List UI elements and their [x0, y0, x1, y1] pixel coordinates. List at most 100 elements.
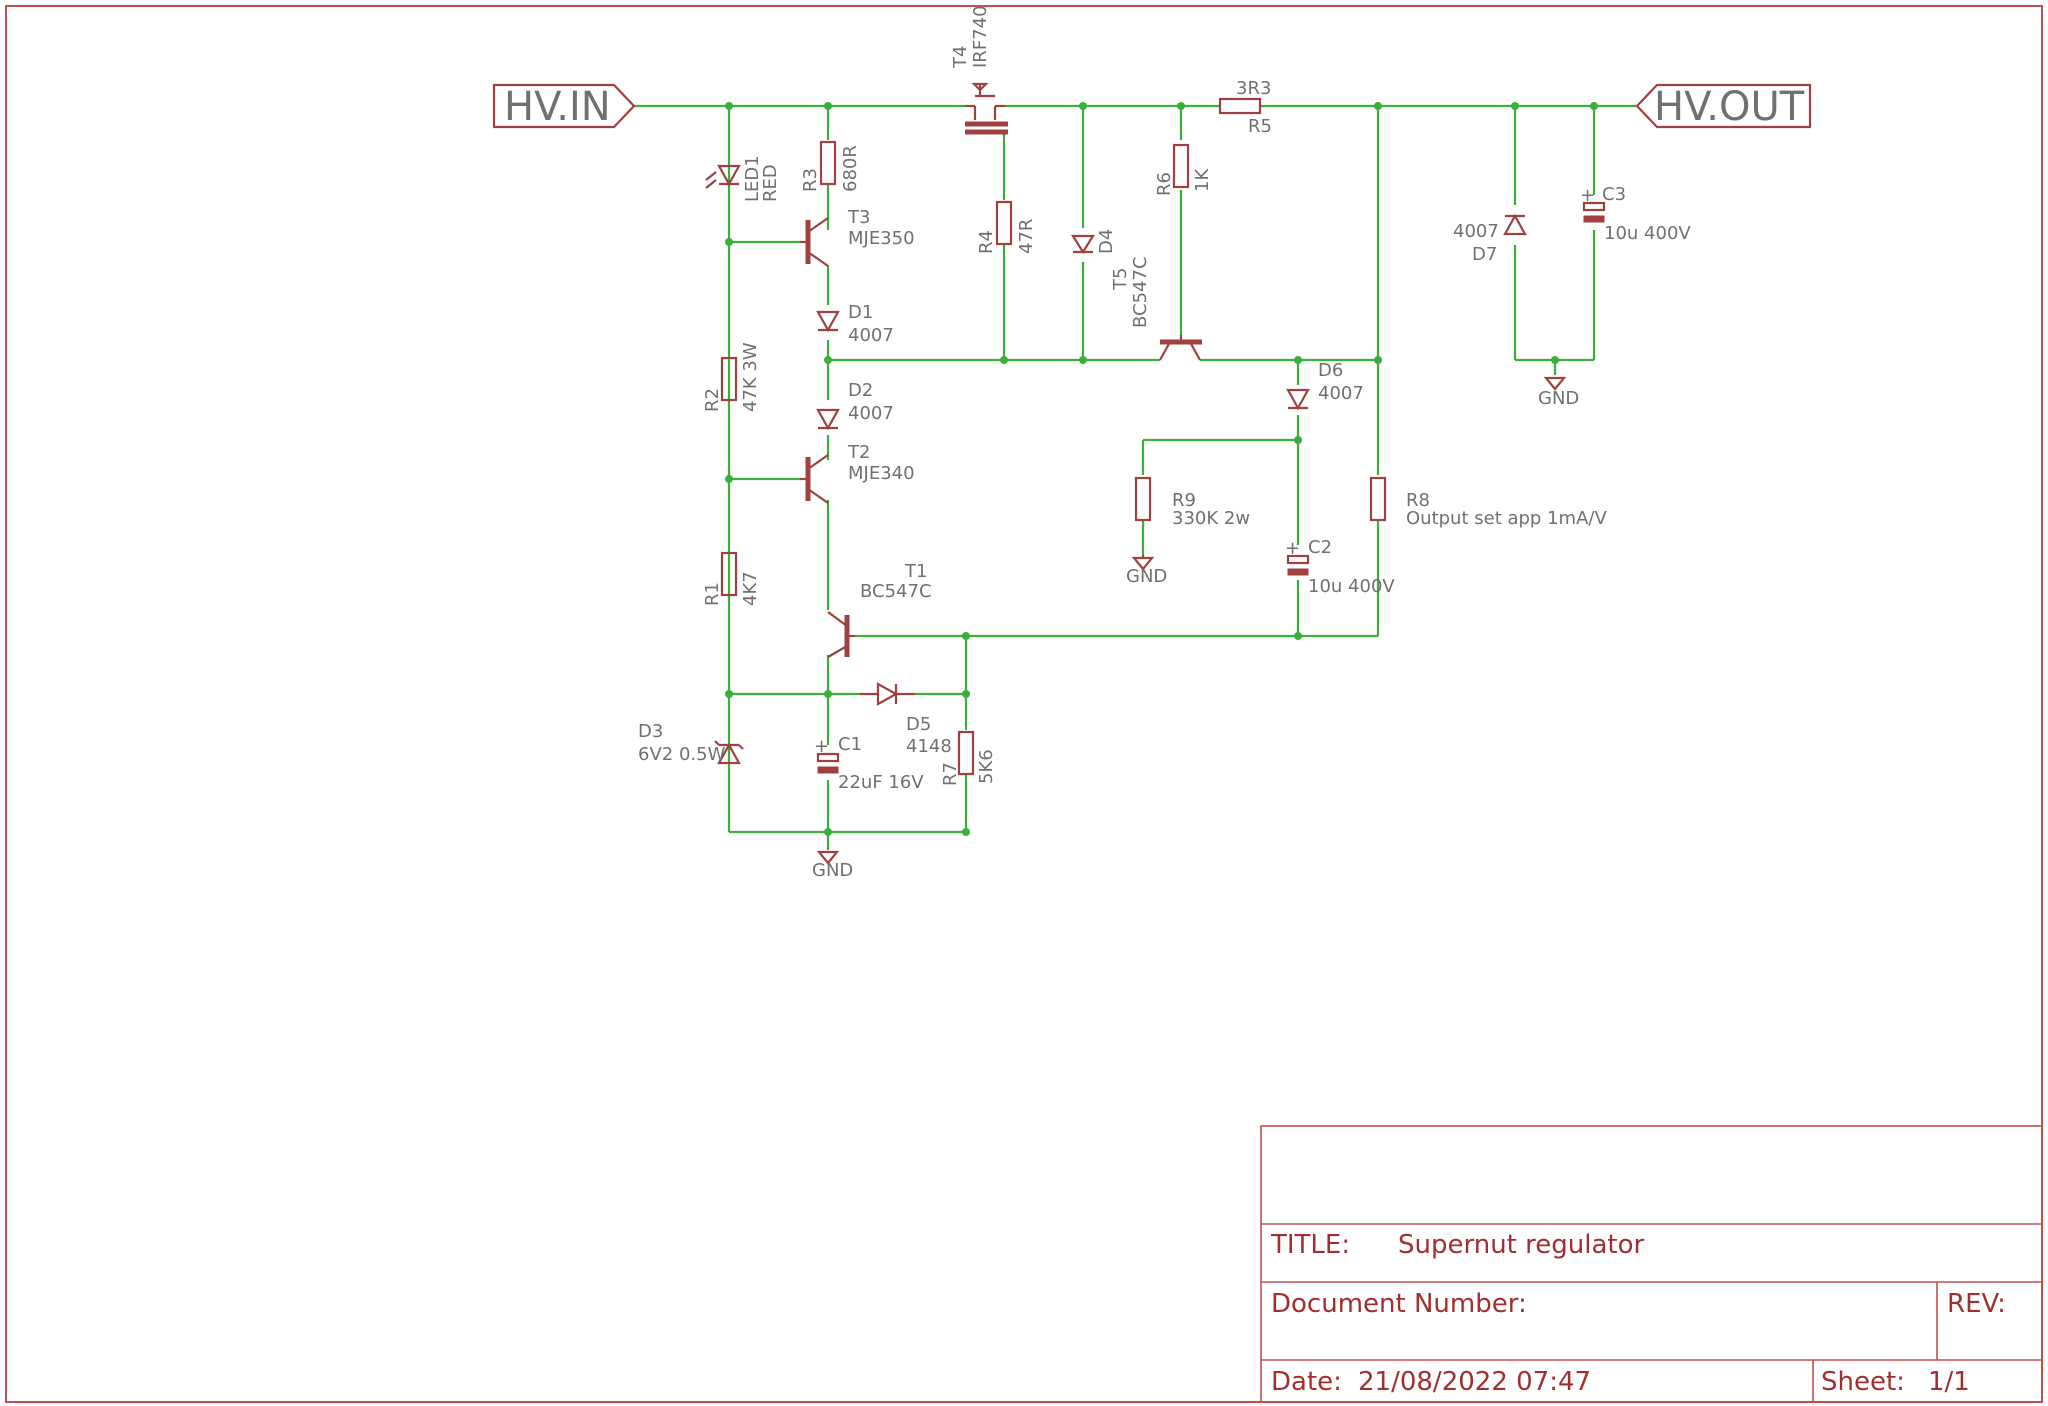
resistor-r7: R7 5K6: [940, 730, 997, 786]
wires: [634, 104, 1637, 850]
d6-value: 4007: [1318, 383, 1364, 404]
d5-value: 4148: [906, 736, 952, 757]
diode-d1: D1 4007: [816, 302, 894, 346]
t2-ref: T2: [847, 442, 870, 463]
t3-ref: T3: [847, 207, 870, 228]
c1-plus: +: [814, 736, 829, 757]
r6-value: 1K: [1192, 168, 1213, 192]
resistor-r3: R3 680R: [800, 140, 861, 192]
resistor-r8: R8 Output set app 1mA/V: [1369, 476, 1607, 529]
sheet-frame: [5, 5, 2043, 1403]
resistor-r6: R6 1K: [1154, 143, 1213, 196]
diode-d4: D4: [1071, 229, 1117, 255]
capacitor-c1: + C1 22uF 16V: [814, 734, 924, 793]
t4-ref: T4: [950, 46, 971, 69]
c1-ref: C1: [838, 734, 862, 755]
diode-d7: 4007 D7: [1453, 213, 1527, 265]
transistor-t5: T5 BC547C: [1110, 256, 1202, 361]
r6-ref: R6: [1154, 172, 1175, 196]
port-hv-in: HV.IN: [492, 83, 636, 130]
t4-value: IRF740: [970, 5, 991, 68]
gnd-symbol-c3: GND: [1538, 376, 1579, 409]
gnd-label-3: GND: [812, 860, 853, 881]
r5-ref: R5: [1248, 116, 1272, 137]
d3-value: 6V2 0.5W: [638, 744, 726, 765]
d2-value: 4007: [848, 403, 894, 424]
d3-ref: D3: [638, 721, 663, 742]
r2-value: 47K 3W: [740, 342, 761, 412]
c3-value: 10u 400V: [1604, 223, 1691, 244]
gnd-label-2: GND: [1126, 566, 1167, 587]
c2-value: 10u 400V: [1308, 576, 1395, 597]
r5-value: 3R3: [1236, 78, 1271, 99]
resistor-r1: R1 4K7: [702, 551, 761, 606]
c2-plus: +: [1285, 538, 1300, 559]
junction-dots: [725, 102, 1598, 836]
port-hv-in-label: HV.IN: [504, 84, 611, 130]
d2-ref: D2: [848, 380, 873, 401]
d4-ref: D4: [1096, 229, 1117, 254]
rev-label: REV:: [1947, 1289, 2006, 1319]
gnd-label-1: GND: [1538, 388, 1579, 409]
title-value: Supernut regulator: [1398, 1230, 1644, 1260]
sheet-label: Sheet:: [1821, 1367, 1905, 1397]
led1-ref: LED1: [742, 155, 763, 202]
t3-value: MJE350: [848, 228, 915, 249]
date-value: 21/08/2022 07:47: [1358, 1367, 1591, 1397]
port-hv-out-label: HV.OUT: [1654, 84, 1805, 130]
capacitor-c3: + C3 10u 400V: [1580, 184, 1691, 244]
r7-ref: R7: [940, 762, 961, 786]
t5-value: BC547C: [1130, 256, 1151, 328]
c3-ref: C3: [1602, 184, 1626, 205]
transistor-t3: T3 MJE350: [800, 207, 915, 267]
led1-value: RED: [760, 164, 781, 202]
resistor-r5: 3R3 R5: [1218, 78, 1272, 137]
diode-d2: D2 4007: [816, 380, 894, 431]
gnd-symbol-r9: GND: [1126, 555, 1167, 587]
r1-ref: R1: [702, 582, 723, 606]
r8-value: Output set app 1mA/V: [1406, 508, 1607, 529]
zener-d3: D3 6V2 0.5W: [638, 721, 744, 765]
diode-d5: D5 4148: [860, 682, 952, 757]
d1-ref: D1: [848, 302, 873, 323]
resistor-r4: R4 47R: [976, 200, 1037, 254]
r9-value: 330K 2w: [1172, 508, 1250, 529]
t1-ref: T1: [904, 561, 927, 582]
capacitor-c2: + C2 10u 400V: [1285, 537, 1395, 597]
t1-value: BC547C: [860, 581, 932, 602]
transistor-t1: T1 BC547C: [827, 561, 932, 658]
c2-ref: C2: [1308, 537, 1332, 558]
d1-value: 4007: [848, 325, 894, 346]
r7-value: 5K6: [976, 749, 997, 784]
diode-d6: D6 4007: [1286, 360, 1364, 411]
sheet-value: 1/1: [1928, 1367, 1970, 1397]
resistor-r2: R2 47K 3W: [702, 342, 761, 412]
title-label: TITLE:: [1270, 1230, 1350, 1260]
t2-value: MJE340: [848, 463, 915, 484]
c3-plus: +: [1580, 185, 1595, 206]
mosfet-t4: T4 IRF740: [950, 5, 1008, 135]
transistor-t2: T2 MJE340: [800, 442, 915, 504]
d5-ref: D5: [906, 714, 931, 735]
port-hv-out: HV.OUT: [1635, 83, 1812, 130]
t5-ref: T5: [1110, 268, 1131, 291]
c1-value: 22uF 16V: [838, 772, 924, 793]
gnd-symbol-c1: GND: [812, 850, 853, 881]
r2-ref: R2: [702, 388, 723, 412]
docnum-label: Document Number:: [1271, 1289, 1527, 1319]
resistor-r9: R9 330K 2w: [1134, 476, 1250, 529]
r3-ref: R3: [800, 168, 821, 192]
r9-ref: R9: [1172, 490, 1196, 511]
r8-ref: R8: [1406, 490, 1430, 511]
title-block: TITLE: Supernut regulator Document Numbe…: [1260, 1125, 2043, 1403]
d7-ref: D7: [1472, 244, 1497, 265]
r1-value: 4K7: [740, 571, 761, 606]
d6-ref: D6: [1318, 360, 1343, 381]
r4-value: 47R: [1016, 219, 1037, 254]
date-label: Date:: [1271, 1367, 1342, 1397]
led-led1: LED1 RED: [705, 155, 781, 202]
r3-value: 680R: [840, 145, 861, 192]
d7-value: 4007: [1453, 221, 1499, 242]
r4-ref: R4: [976, 230, 997, 254]
